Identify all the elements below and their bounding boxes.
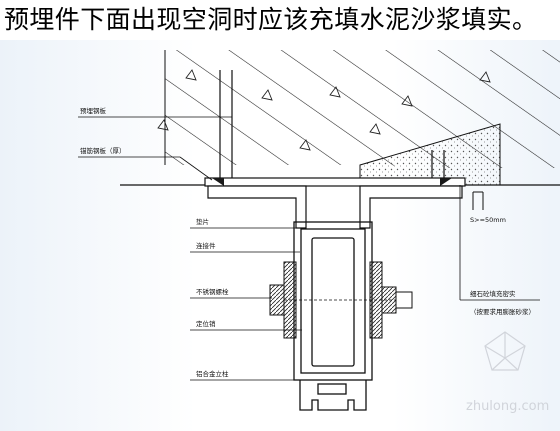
watermark-text: zhulong.com: [466, 399, 549, 414]
stainless-bolt: [269, 261, 413, 339]
leader-lines: [78, 116, 540, 381]
aluminum-mullion: [293, 221, 373, 411]
label-gasket: 垫片: [196, 217, 209, 226]
label-aluminum-profile: 铝合金立柱: [196, 369, 229, 378]
gap-dimension: [472, 191, 484, 210]
angle-steel-connector: [207, 185, 463, 229]
anchor-bars: [219, 70, 445, 178]
label-angle-steel: 连接件: [196, 241, 216, 250]
watermark-logo-icon: [484, 331, 526, 371]
label-mortar-note-2: （按要求用膨胀砂浆）: [470, 307, 535, 316]
label-embedded-plate-top: 预埋钢板: [80, 106, 107, 115]
aggregate-marks: [157, 69, 491, 151]
label-bolt: 不锈钢螺栓: [196, 287, 229, 296]
label-mortar-note-1: 细石砼填充密实: [470, 289, 516, 298]
slide-caption: 预埋件下面出现空洞时应该充填水泥沙浆填实。: [4, 5, 538, 34]
gap-note-label: S>=50mm: [470, 216, 506, 224]
label-anchor-bar: 锚筋钢板（厚）: [80, 146, 126, 155]
watermark: zhulong.com: [466, 331, 549, 414]
label-pin: 定位销: [196, 319, 216, 328]
